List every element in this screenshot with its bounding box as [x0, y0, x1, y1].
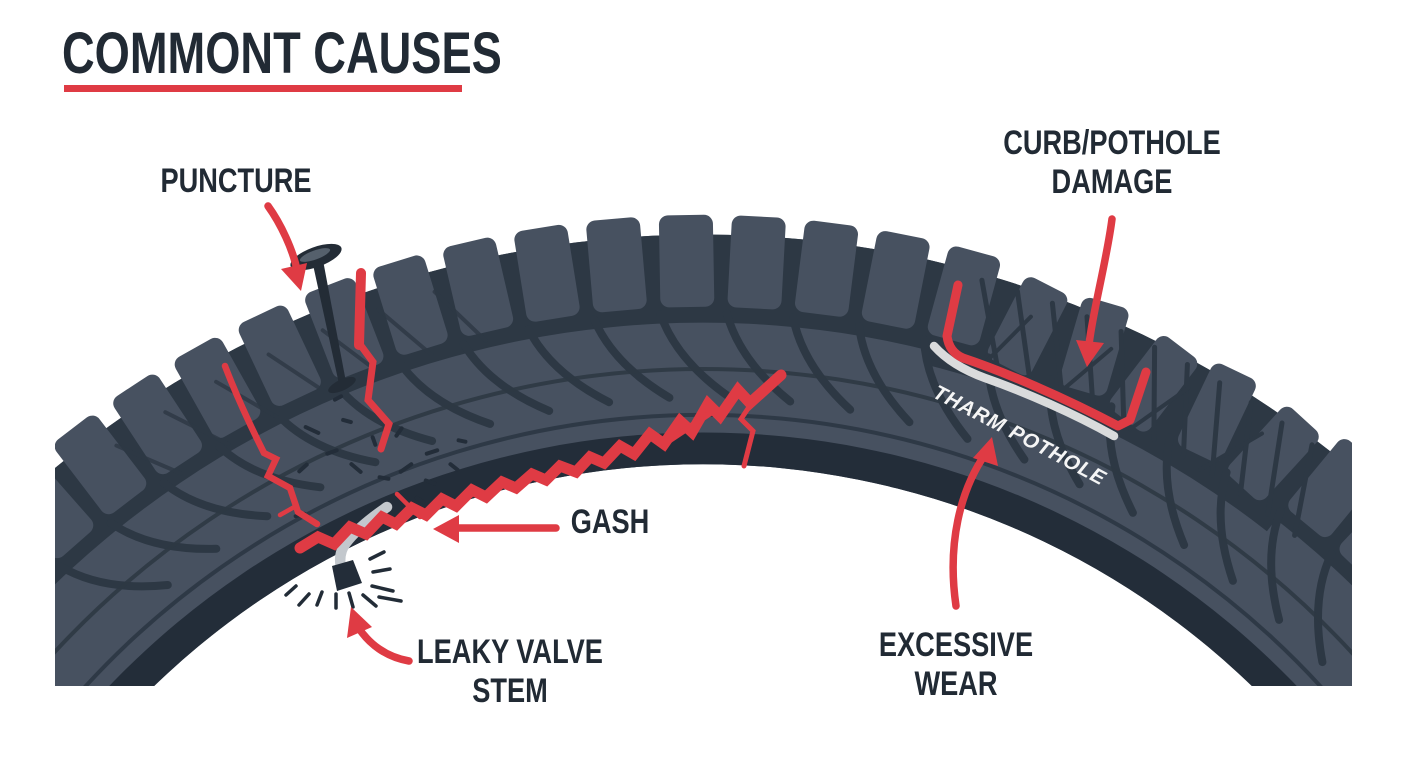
- title-underline: [64, 85, 462, 92]
- label-gash: GASH: [570, 503, 650, 541]
- puncture-arrow: [264, 202, 307, 291]
- label-puncture: PUNCTURE: [160, 162, 312, 200]
- curb-damage-arrow: [1076, 215, 1116, 367]
- excessive-wear-arrow: [949, 437, 998, 610]
- gash-crack: [294, 369, 787, 554]
- gash-arrow: [433, 515, 560, 543]
- tire-body: [55, 234, 1352, 686]
- puncture-crack: [221, 268, 393, 528]
- pothole-damage-bracket: [929, 280, 1151, 441]
- label-leaky-valve-stem: LEAKY VALVE STEM: [417, 633, 603, 710]
- nail-icon: [290, 243, 356, 394]
- air-leak-marks: [284, 550, 403, 610]
- label-curb-pothole-damage: CURB/POTHOLE DAMAGE: [1003, 124, 1221, 201]
- tire-illustration: [55, 214, 1352, 686]
- wear-indicator-line: [929, 341, 1119, 441]
- leaky-valve-arrow: [347, 607, 413, 665]
- label-excessive-wear: EXCESSIVE WEAR: [878, 626, 1034, 703]
- page-title: COMMONT CAUSES: [62, 21, 502, 86]
- valve-stem-icon: [332, 501, 393, 591]
- tire-grooves: [55, 277, 1352, 686]
